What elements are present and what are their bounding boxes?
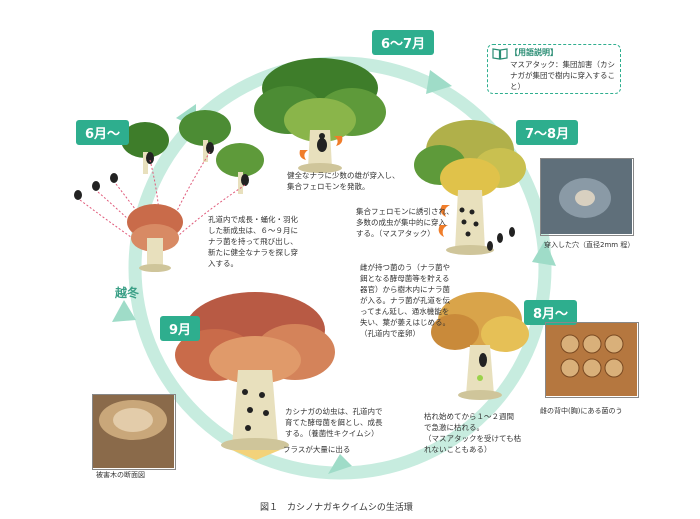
- tree-healthy-large: [254, 58, 386, 173]
- cycle-arrow-3: [328, 454, 352, 474]
- photo-hole: [540, 158, 634, 236]
- month-badge-jun-jul: 6～7月: [372, 30, 435, 55]
- photo-fungus-sac-image: [545, 322, 637, 396]
- cycle-arrow-4: [112, 300, 136, 322]
- photo-caption-fungus-sac: 雌の背中(胸)にある菌のう: [540, 407, 623, 415]
- photo-cross-section-image: [92, 394, 174, 468]
- month-badge-aug: 8月～: [524, 300, 578, 325]
- frass-label: フラスが大量に出る: [283, 445, 351, 454]
- beetle-icon: [299, 133, 343, 160]
- note-healthy-tree: 健全なナラに少数の雄が穿入し、 集合フェロモンを発散。: [287, 171, 400, 191]
- tree-mass-attack: [414, 120, 526, 255]
- note-fungus: 雌が持つ菌のう（ナラ菌や 餌となる酵母菌等を貯える 器官）から樹木内にナラ菌 が…: [360, 263, 450, 338]
- small-trees-emergence: [121, 110, 264, 194]
- note-larvae: カシナガの幼虫は、孔道内で 育てた酵母菌を餌とし、成長 する。（養菌性キクイムシ…: [285, 407, 383, 438]
- tree-dead-large: [175, 292, 335, 460]
- book-icon: [492, 48, 508, 60]
- winter-label: 越冬: [115, 286, 140, 300]
- glossary-body: マスアタック：集団加害（カシナガが集団で樹内に穿入すること）: [510, 60, 615, 91]
- photo-cross-section: [92, 394, 176, 470]
- figure-caption: 図１ カシノナガキクイムシの生活環: [260, 503, 413, 513]
- photo-hole-image: [540, 158, 632, 234]
- month-badge-jul-aug: 7～8月: [516, 120, 579, 145]
- cycle-arrow-2: [532, 240, 556, 266]
- tree-withered-small: [127, 204, 183, 272]
- glossary-box: 【用語説明】 マスアタック：集団加害（カシナガが集団で樹内に穿入すること）: [487, 44, 621, 94]
- note-mass-attack: 集合フェロモンに誘引され、 多数の成虫が集中的に穿入 する。（マスアタック）: [356, 207, 454, 238]
- note-emergence: 孔道内で成長・蛹化・羽化 した新成虫は、６～９月に ナラ菌を持って飛び出し、 新…: [208, 215, 298, 268]
- tree-wilting: [431, 292, 529, 400]
- photo-caption-cross-section: 被害木の断面図: [96, 471, 145, 479]
- glossary-title: 【用語説明】: [510, 48, 558, 57]
- note-wilt: 枯れ始めてから１～２週間 で急激に枯れる。 （マスアタックを受けても枯 れないこ…: [424, 412, 522, 454]
- cycle-arrow-1: [426, 70, 452, 94]
- month-badge-sep: 9月: [160, 316, 201, 341]
- photo-fungus-sac: [545, 322, 639, 398]
- month-badge-jun: 6月～: [76, 120, 130, 145]
- photo-caption-hole: 穿入した穴（直径2mm 程）: [544, 241, 635, 249]
